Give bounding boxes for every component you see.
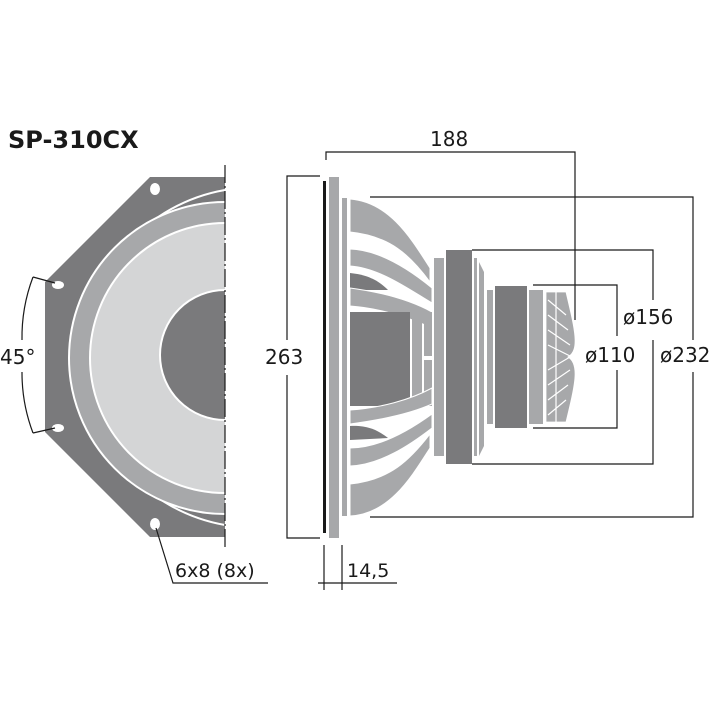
diameter-110-label: ø110 [585,343,635,367]
front-view: 45° 6x8 (8x) [0,165,268,584]
depth-label: 188 [430,127,468,151]
diameter-156-label: ø156 [623,305,673,329]
mounting-hole [150,183,160,195]
mounting-hole [150,518,160,530]
hole-label: 6x8 (8x) [175,560,255,582]
angle-label: 45° [0,345,35,369]
side-view: 188 263 14,5 ø156 ø110 ø232 [265,127,710,590]
model-title: SP-310CX [8,126,139,154]
diameter-232-label: ø232 [660,343,710,367]
mounting-hole [52,424,64,432]
flange-label: 14,5 [347,560,389,582]
height-label: 263 [265,345,303,369]
